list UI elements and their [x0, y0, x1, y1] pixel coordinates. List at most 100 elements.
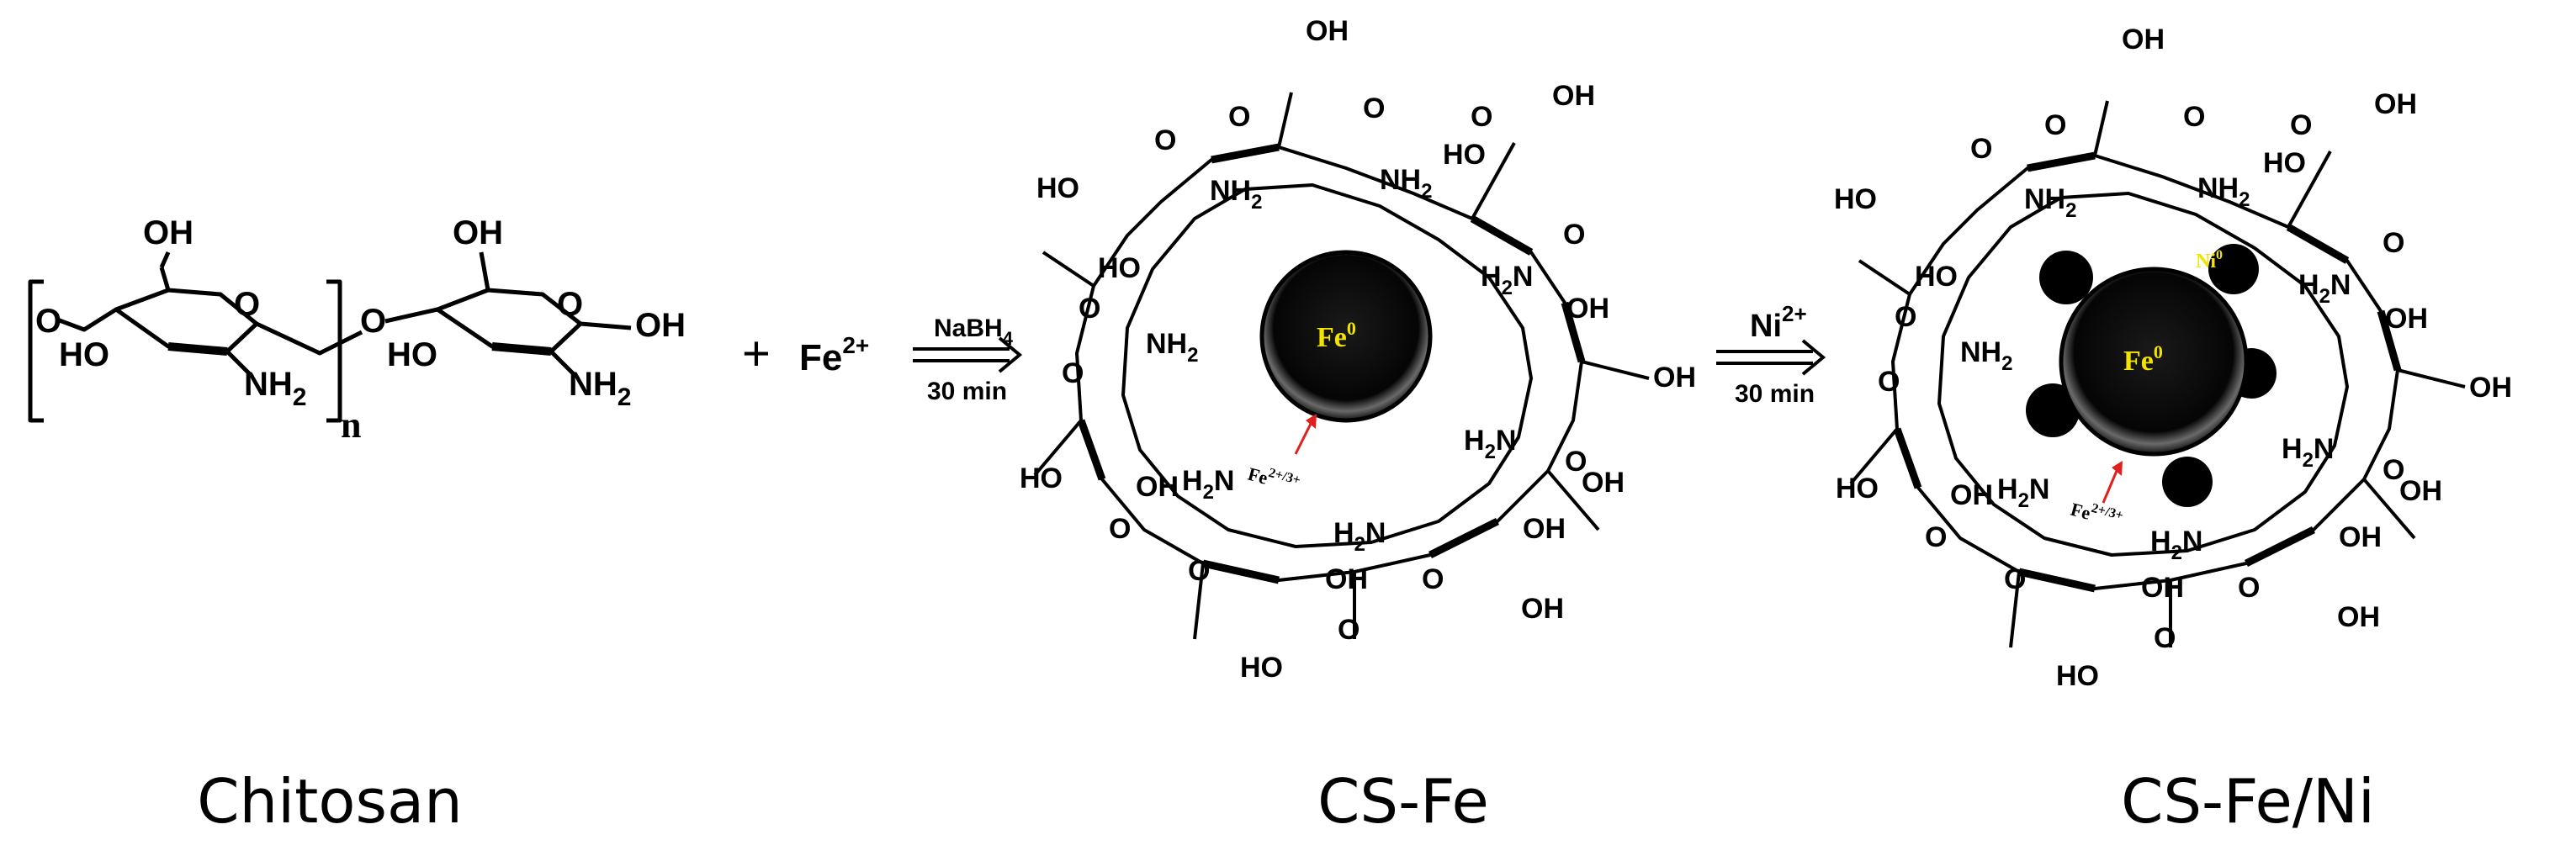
label-ho-1: HO [59, 336, 109, 373]
label-oh-3: OH [635, 307, 686, 344]
repeat-subscript: n [341, 404, 361, 446]
csfeni-o-4: O [1895, 301, 1916, 333]
csfe-o-12: O [1338, 614, 1360, 646]
csfe-ho-3: HO [1098, 252, 1141, 284]
label-ho-2: HO [387, 336, 437, 373]
chitosan-labels: OH OH O HO O O HO O OH NH2 NH2 n [35, 214, 686, 446]
csfe-oh-3: OH [1566, 293, 1609, 325]
label-oh-2: OH [453, 214, 503, 251]
fe-particle: Fe0 [1259, 250, 1433, 423]
ni-nodule-2 [2208, 244, 2259, 294]
ring-1-bond-nh2 [225, 350, 254, 378]
csfe-o-1: O [1228, 101, 1250, 133]
csfe-nh2-2: NH2 [1210, 175, 1262, 214]
csfe-oh-8: OH [1325, 563, 1368, 595]
csfeni-o-9: O [1925, 521, 1947, 553]
csfe-oh-4: OH [1653, 362, 1696, 394]
reactant-fe-ion: + Fe2+ [742, 326, 869, 381]
ring-2-front [491, 342, 552, 356]
label-o-1: O [35, 303, 61, 340]
csfeni-oh-4: OH [2469, 372, 2512, 404]
fe0-core-label: Fe0 [2123, 341, 2163, 377]
csfeni-o-2: O [2183, 101, 2205, 133]
chitosan-structure [28, 251, 632, 423]
csfeni-oh-9: OH [2337, 601, 2380, 633]
csfeni-ho-4: HO [1836, 473, 1879, 505]
csfeni-oh-3: OH [2385, 303, 2428, 335]
csfe-h2n-4: H2N [1333, 517, 1386, 556]
right-bracket [326, 279, 342, 423]
csfe-oh-2: OH [1552, 80, 1595, 112]
csfe-h2n-3: H2N [1182, 465, 1234, 504]
csfeni-o-6: O [2383, 227, 2404, 259]
ring-2-bond-nh2 [549, 350, 578, 378]
csfeni-oh-8: OH [2141, 572, 2184, 604]
arrow-2-time: 30 min [1735, 380, 1815, 408]
fe-ni-particle: Fe0 Ni0 [2026, 244, 2277, 507]
caption-cs-fe-ni: CS-Fe/Ni [2121, 766, 2375, 837]
csfe-o-6: O [1563, 219, 1585, 251]
csfeni-oh-2: OH [2374, 88, 2417, 120]
csfe-o-11: O [1422, 563, 1444, 595]
label-nh2-1: NH2 [244, 366, 306, 411]
csfeni-nh2-3: NH2 [1960, 336, 2012, 375]
csfeni-o-10: O [2004, 563, 2026, 595]
reaction-arrow-2: Ni2+ 30 min [1716, 301, 1826, 408]
csfeni-ho-1: HO [2263, 147, 2306, 179]
csfeni-o-12: O [2154, 622, 2176, 654]
csfe-o-9: O [1109, 513, 1131, 545]
cs-fe-ring-labels: OH O O HO NH2 NH2 O HO HO O OH O O H2N O… [1020, 15, 1696, 684]
arrow-2-reagent: Ni2+ [1750, 301, 1807, 344]
csfe-h2n-2: H2N [1464, 425, 1516, 463]
csfe-o-5: O [1471, 101, 1492, 133]
csfeni-oh-7: OH [2339, 521, 2382, 553]
fe-ion-arrow: Fe2+/3+ [1246, 414, 1317, 489]
fe0-label: Fe0 [1317, 318, 1356, 353]
csfe-nh2-3: NH2 [1146, 328, 1198, 367]
cs-fe-ni-ring-labels: OH O O HO NH2 NH2 O HO HO O OH O O H2N O… [1834, 24, 2512, 692]
ni0-label: Ni0 [2196, 248, 2223, 272]
csfeni-h2n-3: H2N [1997, 473, 2049, 512]
ring-2-bond-o [384, 307, 438, 324]
label-o-link: O [360, 303, 386, 340]
csfeni-oh-5: OH [1950, 479, 1993, 511]
label-o-ring-2: O [557, 286, 583, 323]
csfeni-nh2-2: NH2 [2024, 183, 2076, 222]
csfe-o-7: O [1062, 357, 1084, 389]
arrow-1-time: 30 min [927, 378, 1007, 405]
ring-2-bond-oh [580, 321, 632, 330]
fe-ion-arrow-2: Fe2+/3+ [2069, 461, 2125, 524]
csfe-oh-9: OH [1521, 593, 1564, 625]
csfe-ho-2: HO [1036, 172, 1079, 204]
label-nh2-2: NH2 [569, 366, 631, 411]
label-oh-1: OH [143, 214, 193, 251]
ring-2-bond-ch2 [479, 251, 490, 291]
csfeni-o-7: O [1878, 366, 1900, 398]
csfeni-o-3: O [1970, 133, 1992, 165]
csfeni-o-5: O [2290, 109, 2312, 141]
ring-1-front [167, 342, 228, 356]
ring-1-bond-o [56, 307, 118, 332]
caption-cs-fe: CS-Fe [1317, 766, 1489, 837]
csfe-oh-7: OH [1523, 513, 1566, 545]
csfe-ho-4: HO [1020, 462, 1063, 494]
caption-chitosan: Chitosan [197, 766, 462, 837]
csfeni-ho-5: HO [2056, 660, 2099, 692]
csfe-h2n-1: H2N [1481, 261, 1533, 299]
csfeni-ho-2: HO [1834, 183, 1877, 215]
csfe-oh-5: OH [1136, 471, 1179, 503]
cs-fe-backbone-inner [1121, 183, 1533, 548]
csfe-o-10: O [1188, 555, 1210, 587]
csfe-o-4: O [1079, 293, 1100, 325]
plus-sign: + [742, 326, 771, 381]
csfe-oh-1: OH [1306, 15, 1349, 47]
ring-1-bond-oh [159, 267, 171, 291]
csfeni-h2n-2: H2N [2282, 433, 2334, 472]
csfe-nh2-1: NH2 [1380, 164, 1432, 203]
label-o-ring-1: O [234, 286, 260, 323]
ni-nodule-4 [2162, 457, 2213, 507]
ni-nodule-1 [2039, 251, 2093, 304]
cs-fe-ni-ring [1849, 100, 2466, 648]
csfe-ho-1: HO [1443, 139, 1486, 171]
